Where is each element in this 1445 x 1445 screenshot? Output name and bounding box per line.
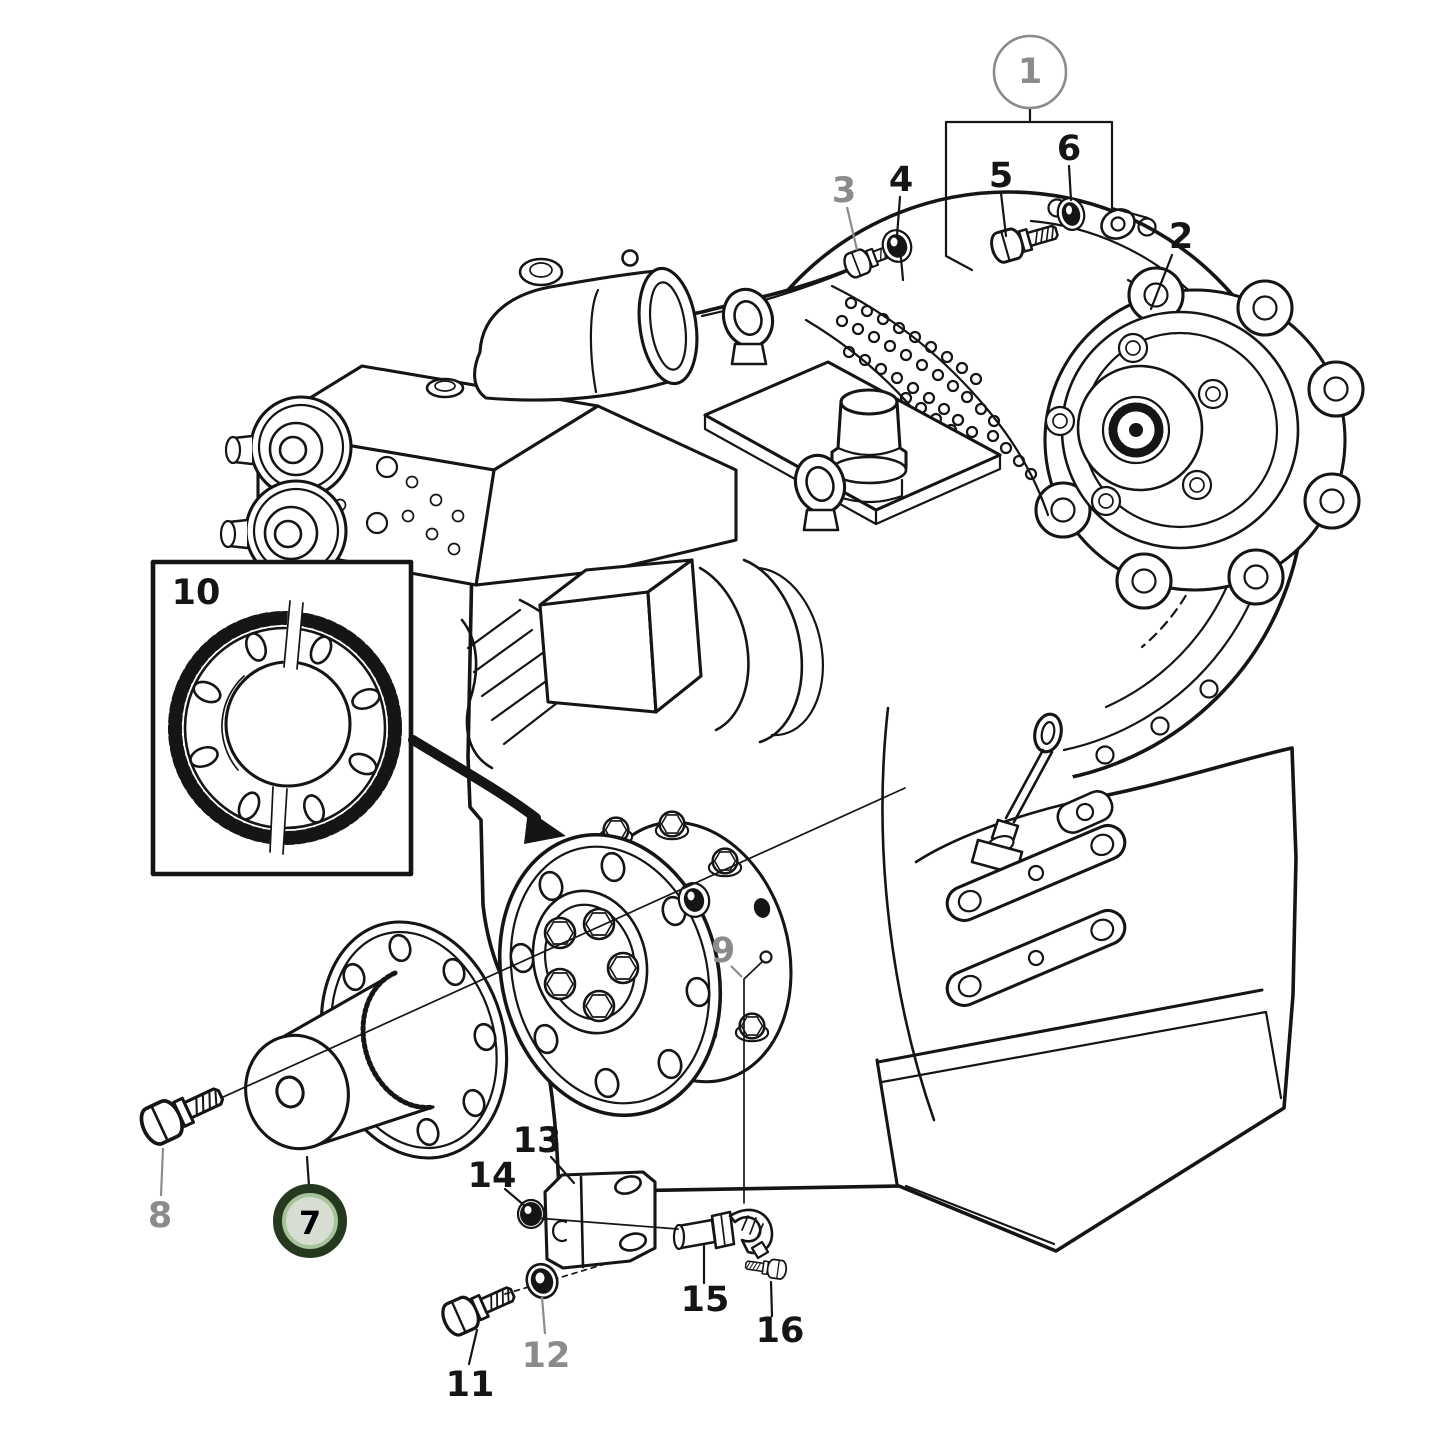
- callout-11[interactable]: 11: [446, 1365, 495, 1405]
- leader-16: [769, 1280, 774, 1318]
- leader-11: [467, 1328, 479, 1366]
- mounting-strap-ear: [1056, 790, 1114, 834]
- damper-hub-bolts: [1044, 332, 1229, 517]
- mounting-strap-lower: [945, 908, 1127, 1008]
- washer-part6: [1056, 197, 1086, 231]
- inset-arrow: [408, 735, 566, 844]
- leader-2: [1149, 253, 1174, 311]
- control-valve-block: [219, 364, 738, 587]
- callout-12[interactable]: 12: [522, 1336, 571, 1376]
- sensor-port-line: [743, 960, 764, 1204]
- callout-5[interactable]: 5: [989, 156, 1013, 196]
- highlight-badge-part7[interactable]: 7: [273, 1184, 347, 1258]
- leader-13: [549, 1155, 576, 1185]
- leader-lines: [159, 106, 1174, 1366]
- tone-ring-part10: [168, 599, 402, 856]
- leader-14: [503, 1187, 527, 1208]
- sensor-mount-line: [535, 1217, 679, 1230]
- mounting-strap-upper: [945, 823, 1127, 923]
- mounting-ear: [1100, 208, 1136, 240]
- callout-circle-1: [992, 34, 1068, 110]
- leader-6: [1067, 164, 1073, 202]
- callout-3[interactable]: 3: [832, 171, 856, 211]
- washer-part12: [525, 1262, 559, 1300]
- leader-3: [845, 206, 859, 251]
- highlighted-part-number: 7: [299, 1204, 321, 1242]
- callout-16[interactable]: 16: [756, 1311, 805, 1351]
- callout-1[interactable]: 1: [1018, 52, 1042, 92]
- solenoid-valve-lower: [219, 479, 348, 583]
- bolt-part8: [134, 1075, 231, 1150]
- dipstick: [970, 712, 1063, 876]
- leader-4: [895, 195, 905, 282]
- leader-8: [159, 1147, 165, 1197]
- solenoid-valve-upper: [224, 395, 353, 499]
- sensor-port-hole: [759, 950, 773, 964]
- callout-13[interactable]: 13: [513, 1121, 562, 1161]
- perforated-band: [804, 284, 1050, 517]
- stud-nut: [677, 882, 711, 918]
- vent-plug: [621, 249, 639, 267]
- bolt-part11: [436, 1276, 521, 1340]
- leader-12: [540, 1296, 547, 1335]
- inset-detail-box: [150, 559, 414, 877]
- callout-6[interactable]: 6: [1057, 129, 1081, 169]
- clutch-drum-edge: [698, 558, 825, 744]
- leader-1-bracket: [944, 106, 1150, 272]
- callout-10[interactable]: 10: [172, 573, 221, 613]
- callout-9[interactable]: 9: [711, 931, 735, 971]
- leader-9: [730, 965, 743, 978]
- assembly-axis-line: [167, 787, 906, 1123]
- output-coupling: [497, 810, 793, 1118]
- leader-7: [305, 1155, 311, 1188]
- leader-5: [999, 191, 1008, 238]
- callout-2[interactable]: 2: [1169, 217, 1193, 257]
- sensor-part15: [672, 1208, 774, 1260]
- nut-part14: [516, 1198, 546, 1230]
- bolt-part16: [743, 1254, 789, 1281]
- callout-8[interactable]: 8: [148, 1196, 172, 1236]
- callout-14[interactable]: 14: [468, 1156, 517, 1196]
- actuator-cylinder: [473, 249, 699, 402]
- damper-plate-part2: [1034, 266, 1365, 610]
- cube-block: [538, 558, 703, 714]
- spacer-sleeve-part7: [241, 920, 509, 1160]
- nut-part4: [881, 229, 913, 263]
- callout-15[interactable]: 15: [681, 1280, 730, 1320]
- callout-4[interactable]: 4: [889, 160, 913, 200]
